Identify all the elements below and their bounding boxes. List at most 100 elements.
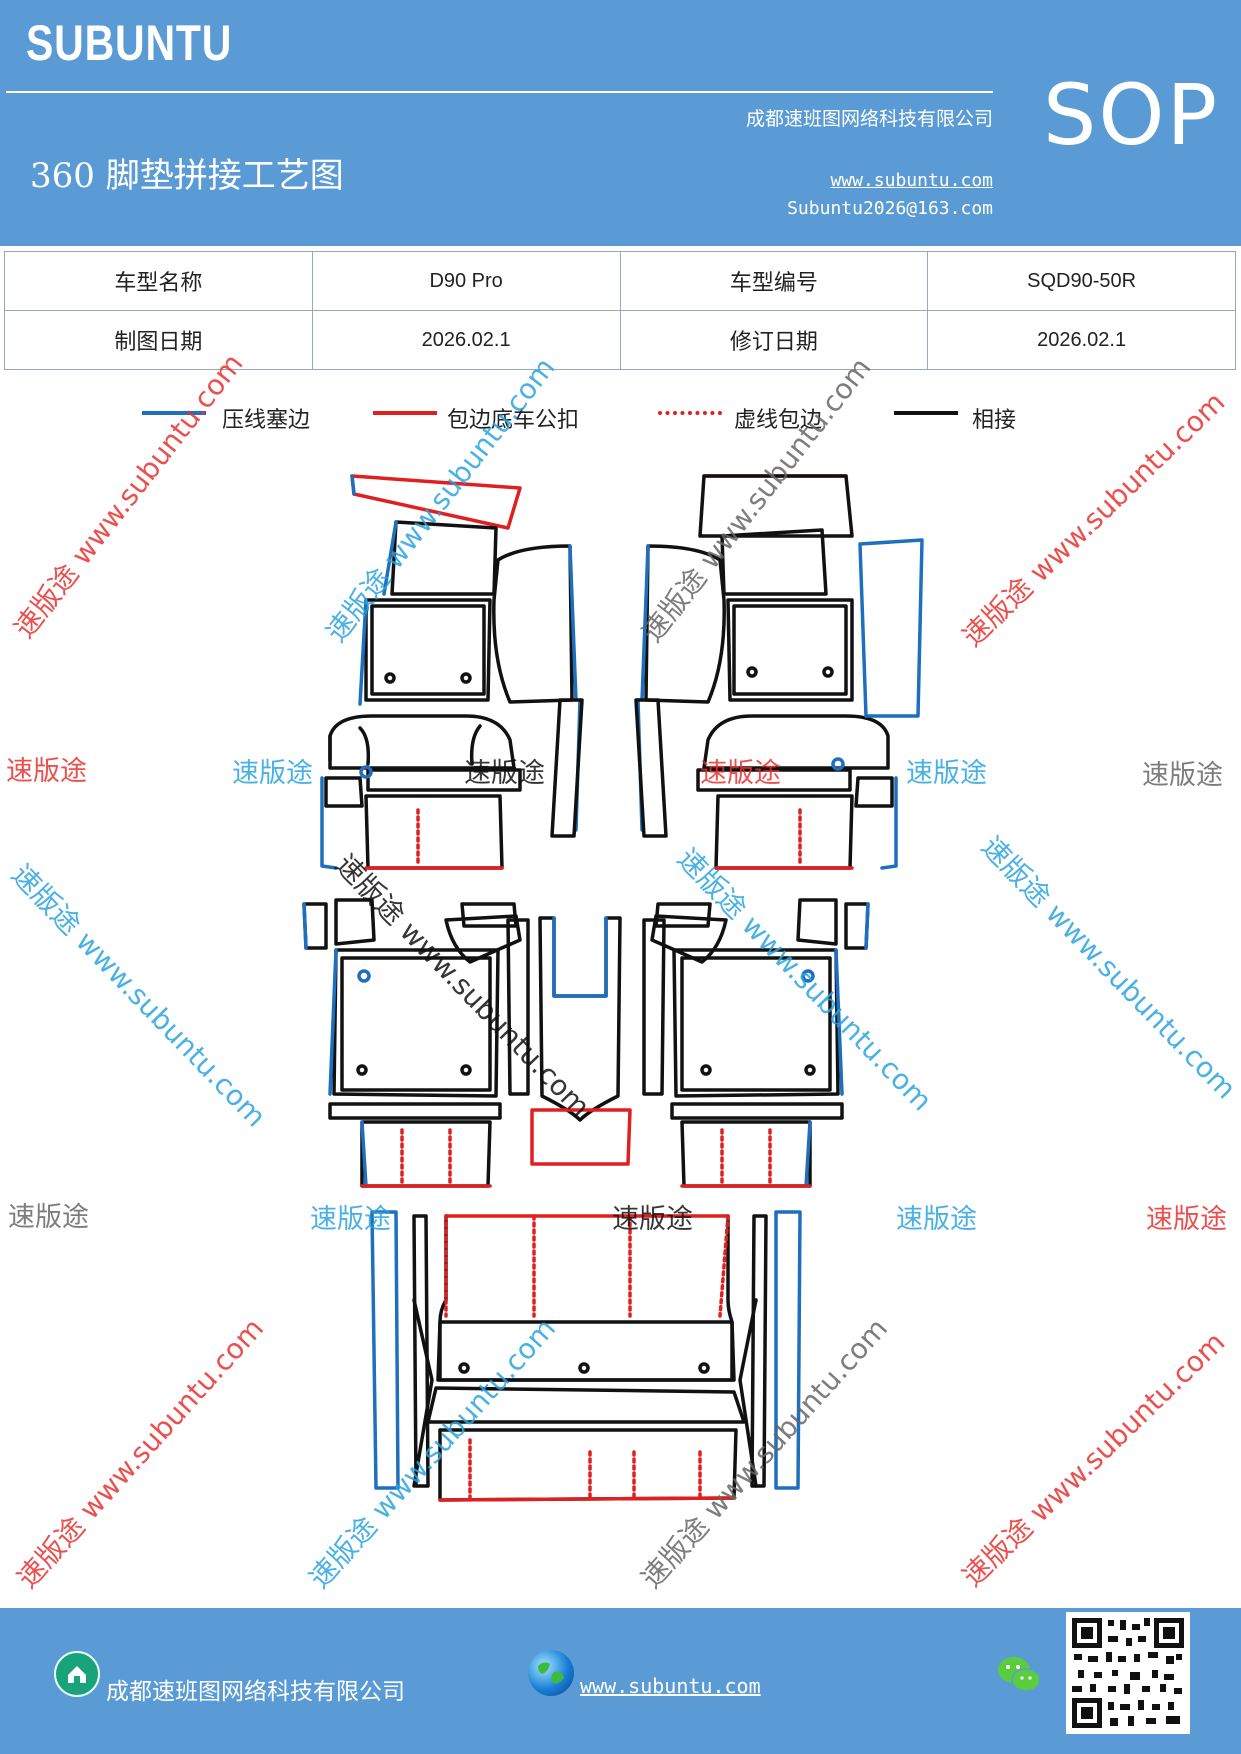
row2-left-back: [334, 898, 376, 946]
watermark-url: 速版途 www.subuntu.com: [671, 842, 939, 1117]
row2-left-clip-2: [356, 1064, 368, 1076]
row3-footwell-seams: [468, 1438, 702, 1500]
passenger-seat-base: [702, 714, 890, 770]
row2-right-main-inner: [680, 956, 832, 1092]
row2-left-mat-group: [302, 898, 530, 1188]
brand-logo: SUBUNTU: [26, 15, 233, 71]
row3-left-side: [412, 1298, 434, 1488]
row2-right-dotted: [720, 1128, 772, 1188]
watermark-url: 速版途 www.subuntu.com: [5, 858, 273, 1133]
header-email: Subuntu2026@163.com: [787, 198, 993, 219]
row2-left-armrest: [444, 914, 522, 964]
tunnel-inner-blue: [552, 916, 608, 998]
row2-right-corner-blue: [864, 902, 870, 950]
sop-badge: SOP: [1043, 66, 1220, 164]
row2-left-corner-blue: [302, 902, 308, 950]
table-row: 制图日期 2026.02.1 修订日期 2026.02.1: [4, 310, 1236, 370]
row2-left-armrest-top: [460, 902, 518, 928]
model-code-label: 车型编号: [619, 251, 929, 311]
driver-left-edge: [320, 776, 338, 870]
passenger-lower-left: [854, 776, 894, 808]
header-banner: [0, 0, 1241, 246]
tunnel-footwell: [530, 1108, 632, 1166]
row2-right-footwell: [680, 1120, 812, 1188]
driver-right-strip: [492, 544, 574, 704]
row2-right-armrest: [650, 914, 728, 964]
watermark-brand: 速版途: [612, 1204, 693, 1235]
row2-left-main: [332, 948, 500, 1098]
qr-code: [1066, 1612, 1190, 1734]
row3-clip-2: [578, 1362, 590, 1374]
watermark-brand: 速版途: [896, 1204, 977, 1235]
wechat-icon[interactable]: [996, 1654, 1042, 1696]
driver-seat-base-left: [328, 724, 482, 766]
center-tunnel-group: [530, 916, 632, 1166]
row2-left-bar: [328, 1102, 502, 1120]
row2-left-tunnel-strip: [506, 918, 530, 1096]
driver-upper-panel-side: [382, 520, 398, 596]
row2-right-bar: [670, 1102, 844, 1120]
watermark-brand: 速版途: [1142, 760, 1223, 791]
globe-icon: [528, 1650, 574, 1696]
footer-website-link[interactable]: www.subuntu.com: [580, 1674, 761, 1698]
legend-swatch-blue: [142, 411, 206, 415]
passenger-outer-strip: [858, 538, 924, 718]
watermark-brand: 速版途: [6, 756, 87, 787]
header-divider: [6, 91, 993, 93]
tunnel-outer: [538, 916, 622, 1122]
row2-right-mat-group: [642, 898, 870, 1188]
row3-right-strip-2: [750, 1214, 768, 1488]
row2-right-tunnel-strip: [642, 918, 666, 1096]
row2-right-main: [672, 948, 840, 1098]
watermark-url: 速版途 www.subuntu.com: [320, 351, 562, 648]
passenger-right-strip: [644, 544, 726, 704]
row3-back: [438, 1214, 734, 1382]
row2-right-main-blue: [834, 948, 844, 1096]
legend-label: 虚线包边: [734, 408, 823, 433]
driver-main-panel: [364, 598, 492, 702]
legend-label: 相接: [972, 408, 1017, 433]
driver-clip-2: [460, 672, 472, 684]
driver-right-long: [550, 698, 584, 838]
legend-swatch-red: [373, 411, 437, 415]
driver-mat-group: [320, 474, 584, 870]
draw-date-label: 制图日期: [4, 310, 313, 370]
row2-right-clip-1: [801, 969, 815, 983]
driver-main-inner: [370, 604, 486, 696]
watermark-layer: 速版途 www.subuntu.com 速版途 www.subuntu.com …: [5, 347, 1241, 1594]
driver-clip-1: [384, 672, 396, 684]
watermark-url: 速版途 www.subuntu.com: [975, 830, 1241, 1105]
driver-clip-3: [359, 765, 373, 779]
home-icon: [54, 1651, 100, 1697]
driver-footwell: [364, 794, 504, 870]
driver-top-strip-side: [350, 474, 356, 496]
vehicle-info-table: 车型名称 D90 Pro 车型编号 SQD90-50R 制图日期 2026.02…: [4, 251, 1236, 370]
passenger-top-panel: [698, 474, 854, 538]
passenger-mat-group: [634, 474, 924, 870]
legend-label: 包边底车公扣: [447, 408, 580, 433]
row3-clip-1: [458, 1362, 470, 1374]
row2-right-armrest-top: [654, 902, 712, 928]
revision-date-label: 修订日期: [619, 310, 929, 370]
watermark-brand: 速版途: [8, 1202, 89, 1233]
row2-left-main-inner: [340, 956, 492, 1092]
wechat-icon-glyph: [998, 1657, 1041, 1692]
legend-swatch-black: [894, 411, 958, 415]
driver-lower-left: [324, 776, 364, 808]
row3-back-seams: [444, 1214, 730, 1318]
header-website-link[interactable]: www.subuntu.com: [830, 170, 993, 191]
watermark-brand: 速版途: [310, 1204, 391, 1235]
watermark-brand: 速版途: [232, 758, 313, 789]
legend-swatch-red-dotted: [658, 411, 722, 415]
watermark-url: 速版途 www.subuntu.com: [329, 848, 597, 1123]
legend-label: 压线塞边: [222, 408, 311, 433]
row3-clip-3: [698, 1362, 710, 1374]
watermark-brand: 速版途: [700, 758, 781, 789]
row2-right-footwell-blue: [804, 1120, 812, 1188]
header-company: 成都速班图网络科技有限公司: [745, 108, 993, 130]
watermark-url: 速版途 www.subuntu.com: [8, 347, 250, 644]
driver-main-panel-side: [358, 598, 368, 706]
row2-left-footwell: [360, 1120, 492, 1188]
row2-right-clip-2: [804, 1064, 816, 1076]
row3-left-strip-2: [412, 1214, 430, 1488]
